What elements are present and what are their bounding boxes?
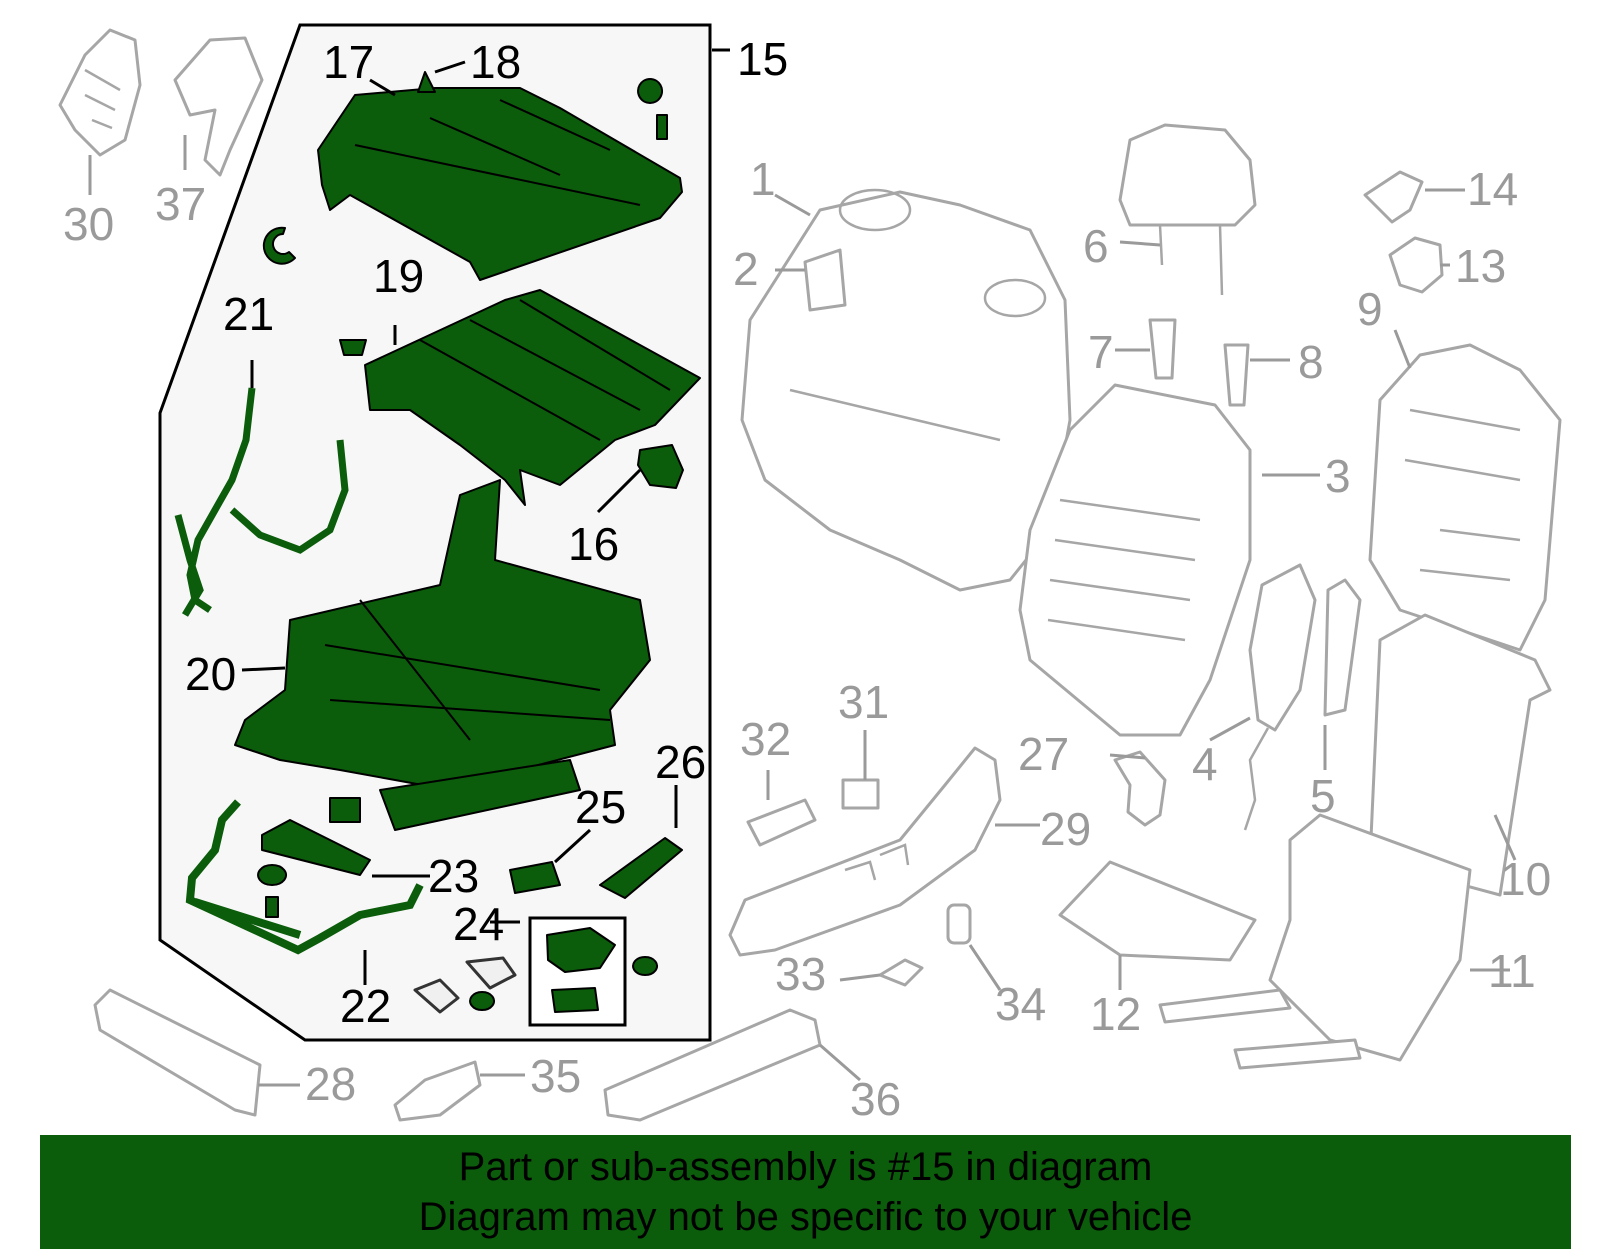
part-35-cover[interactable] [393, 1060, 482, 1122]
part-5-side-trim[interactable] [1323, 578, 1362, 717]
callout-21: 21 [223, 288, 274, 340]
part-18-tab[interactable] [417, 71, 436, 93]
info-banner: Part or sub-assembly is #15 in diagram D… [40, 1135, 1571, 1249]
callout-27: 27 [1018, 728, 1069, 780]
part-37-trim[interactable] [173, 36, 264, 177]
part-6-headrest[interactable] [1118, 123, 1257, 296]
callout-30: 30 [63, 198, 114, 250]
part-1-seatback-cover[interactable] [740, 188, 1072, 592]
callout-23: 23 [428, 850, 479, 902]
callout-9: 9 [1357, 283, 1383, 335]
part-29-side-cover[interactable] [728, 746, 1002, 957]
callout-19: 19 [373, 250, 424, 302]
callout-1: 1 [750, 153, 776, 205]
callout-34: 34 [995, 978, 1046, 1030]
callout-12: 12 [1090, 988, 1141, 1040]
part-26-duct[interactable] [599, 837, 683, 899]
part-13-knob[interactable] [1388, 236, 1444, 294]
callout-37: 37 [155, 178, 206, 230]
banner-line-2: Diagram may not be specific to your vehi… [418, 1195, 1193, 1239]
part-33-knob[interactable] [878, 958, 924, 987]
part-14-pad[interactable] [1363, 170, 1424, 224]
part-8-guide[interactable] [1223, 343, 1250, 407]
callout-17: 17 [323, 36, 374, 88]
part-bolt-bottom-2[interactable] [632, 956, 659, 976]
part-30-cover[interactable] [58, 28, 142, 157]
callout-36: 36 [850, 1073, 901, 1125]
callout-11: 11 [1488, 945, 1536, 997]
callout-10: 10 [1500, 853, 1551, 905]
part-22-track-bar[interactable] [185, 799, 424, 955]
part-3-seatback-frame[interactable] [1018, 383, 1252, 737]
part-bolt-bottom-1[interactable] [469, 991, 496, 1011]
part-bolt-top[interactable] [637, 78, 668, 140]
part-24-motor[interactable] [546, 927, 616, 973]
callout-24: 24 [453, 898, 504, 950]
callout-16: 16 [568, 518, 619, 570]
part-bolt-22[interactable] [257, 864, 288, 918]
callout-4: 4 [1192, 738, 1218, 790]
callout-14: 14 [1467, 163, 1518, 215]
callout-35: 35 [530, 1050, 581, 1102]
part-31-switch[interactable] [841, 778, 880, 810]
part-7-guide[interactable] [1148, 318, 1177, 380]
part-small-block[interactable] [329, 797, 361, 823]
part-4-wire [1243, 727, 1270, 831]
callout-26: 26 [655, 736, 706, 788]
part-12-cushion-frame-trim[interactable] [1058, 860, 1257, 962]
part-9-back-panel[interactable] [1368, 343, 1562, 652]
part-clip-bottom-1[interactable] [413, 978, 460, 1014]
part-24-bracket[interactable] [551, 987, 599, 1013]
part-clip[interactable] [262, 226, 296, 265]
part-19-seat-pan[interactable] [364, 289, 701, 506]
callout-15: 15 [737, 33, 788, 85]
callout-20: 20 [185, 648, 236, 700]
part-32-knob[interactable] [746, 798, 817, 847]
part-25-switch[interactable] [509, 861, 561, 894]
callout-31: 31 [838, 676, 889, 728]
part-21-wire-harness[interactable] [174, 387, 349, 617]
banner-line-1: Part or sub-assembly is #15 in diagram [458, 1145, 1153, 1189]
part-20-seat-frame[interactable] [234, 479, 651, 831]
part-2-pad[interactable] [803, 248, 847, 312]
part-28-front-cover[interactable] [93, 988, 262, 1117]
callout-22: 22 [340, 980, 391, 1032]
callout-2: 2 [733, 243, 759, 295]
part-17-cushion-pad[interactable] [317, 87, 683, 281]
part-grommet[interactable] [339, 339, 367, 356]
part-12-rail-a[interactable] [1158, 988, 1292, 1024]
callout-28: 28 [305, 1058, 356, 1110]
callout-29: 29 [1040, 803, 1091, 855]
callout-18: 18 [470, 36, 521, 88]
part-11-side-shield[interactable] [1268, 813, 1472, 1062]
part-16-plug[interactable] [637, 444, 684, 489]
callout-32: 32 [740, 713, 791, 765]
callout-25: 25 [575, 781, 626, 833]
part-12-rail-b[interactable] [1233, 1038, 1362, 1070]
callout-13: 13 [1455, 240, 1506, 292]
callout-8: 8 [1298, 336, 1324, 388]
part-23-control-module[interactable] [261, 819, 371, 876]
callout-6: 6 [1083, 220, 1109, 272]
callout-5: 5 [1310, 770, 1336, 822]
callout-7: 7 [1088, 326, 1114, 378]
callout-33: 33 [775, 948, 826, 1000]
part-4-airbag[interactable] [1248, 563, 1317, 732]
part-34-cap[interactable] [946, 903, 972, 945]
callout-3: 3 [1325, 450, 1351, 502]
part-clip-bottom-2[interactable] [465, 956, 517, 990]
part-27-duct[interactable] [1113, 750, 1167, 827]
